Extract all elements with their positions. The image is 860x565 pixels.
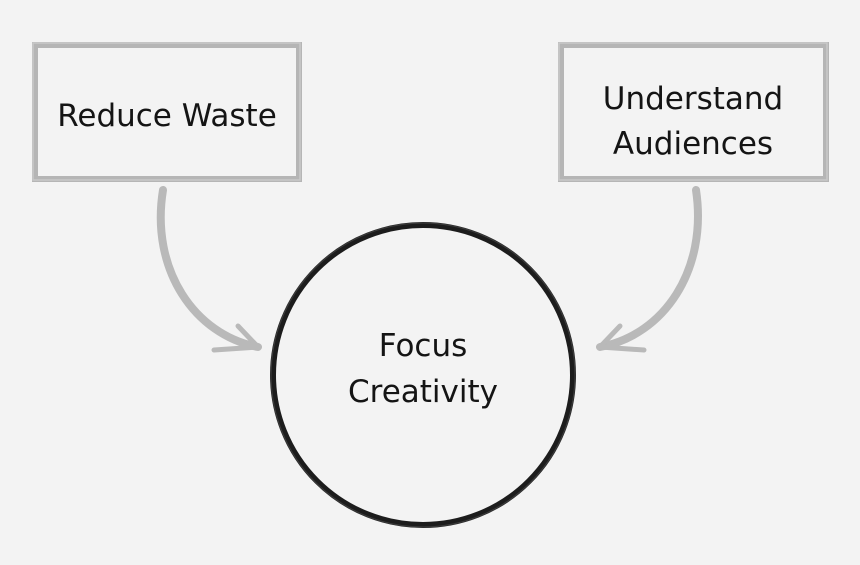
arrow-left-shaft xyxy=(156,186,262,351)
box-reduce-waste: Reduce Waste xyxy=(32,42,302,182)
center-label-line-1: Focus xyxy=(379,328,468,364)
arrow-right-head xyxy=(597,323,647,353)
box-understand-audiences: Understand Audiences xyxy=(558,42,829,182)
center-node: Focus Creativity xyxy=(270,222,576,528)
box-understand-audiences-border-sketch xyxy=(558,42,828,181)
center-label-line-2: Creativity xyxy=(348,374,498,410)
center-circle-sketch xyxy=(270,222,576,528)
box-understand-audiences-label-line-2: Audiences xyxy=(613,126,773,162)
box-understand-audiences-border xyxy=(558,42,829,182)
arrow-right xyxy=(596,186,702,353)
box-reduce-waste-label: Reduce Waste xyxy=(57,98,277,134)
arrow-left-head xyxy=(211,323,261,353)
arrow-right-shaft xyxy=(596,186,702,351)
box-understand-audiences-label-line-1: Understand xyxy=(603,81,783,117)
box-reduce-waste-border xyxy=(32,42,302,182)
arrow-left xyxy=(156,186,262,353)
box-reduce-waste-border-sketch xyxy=(32,42,301,181)
center-circle xyxy=(270,222,576,528)
